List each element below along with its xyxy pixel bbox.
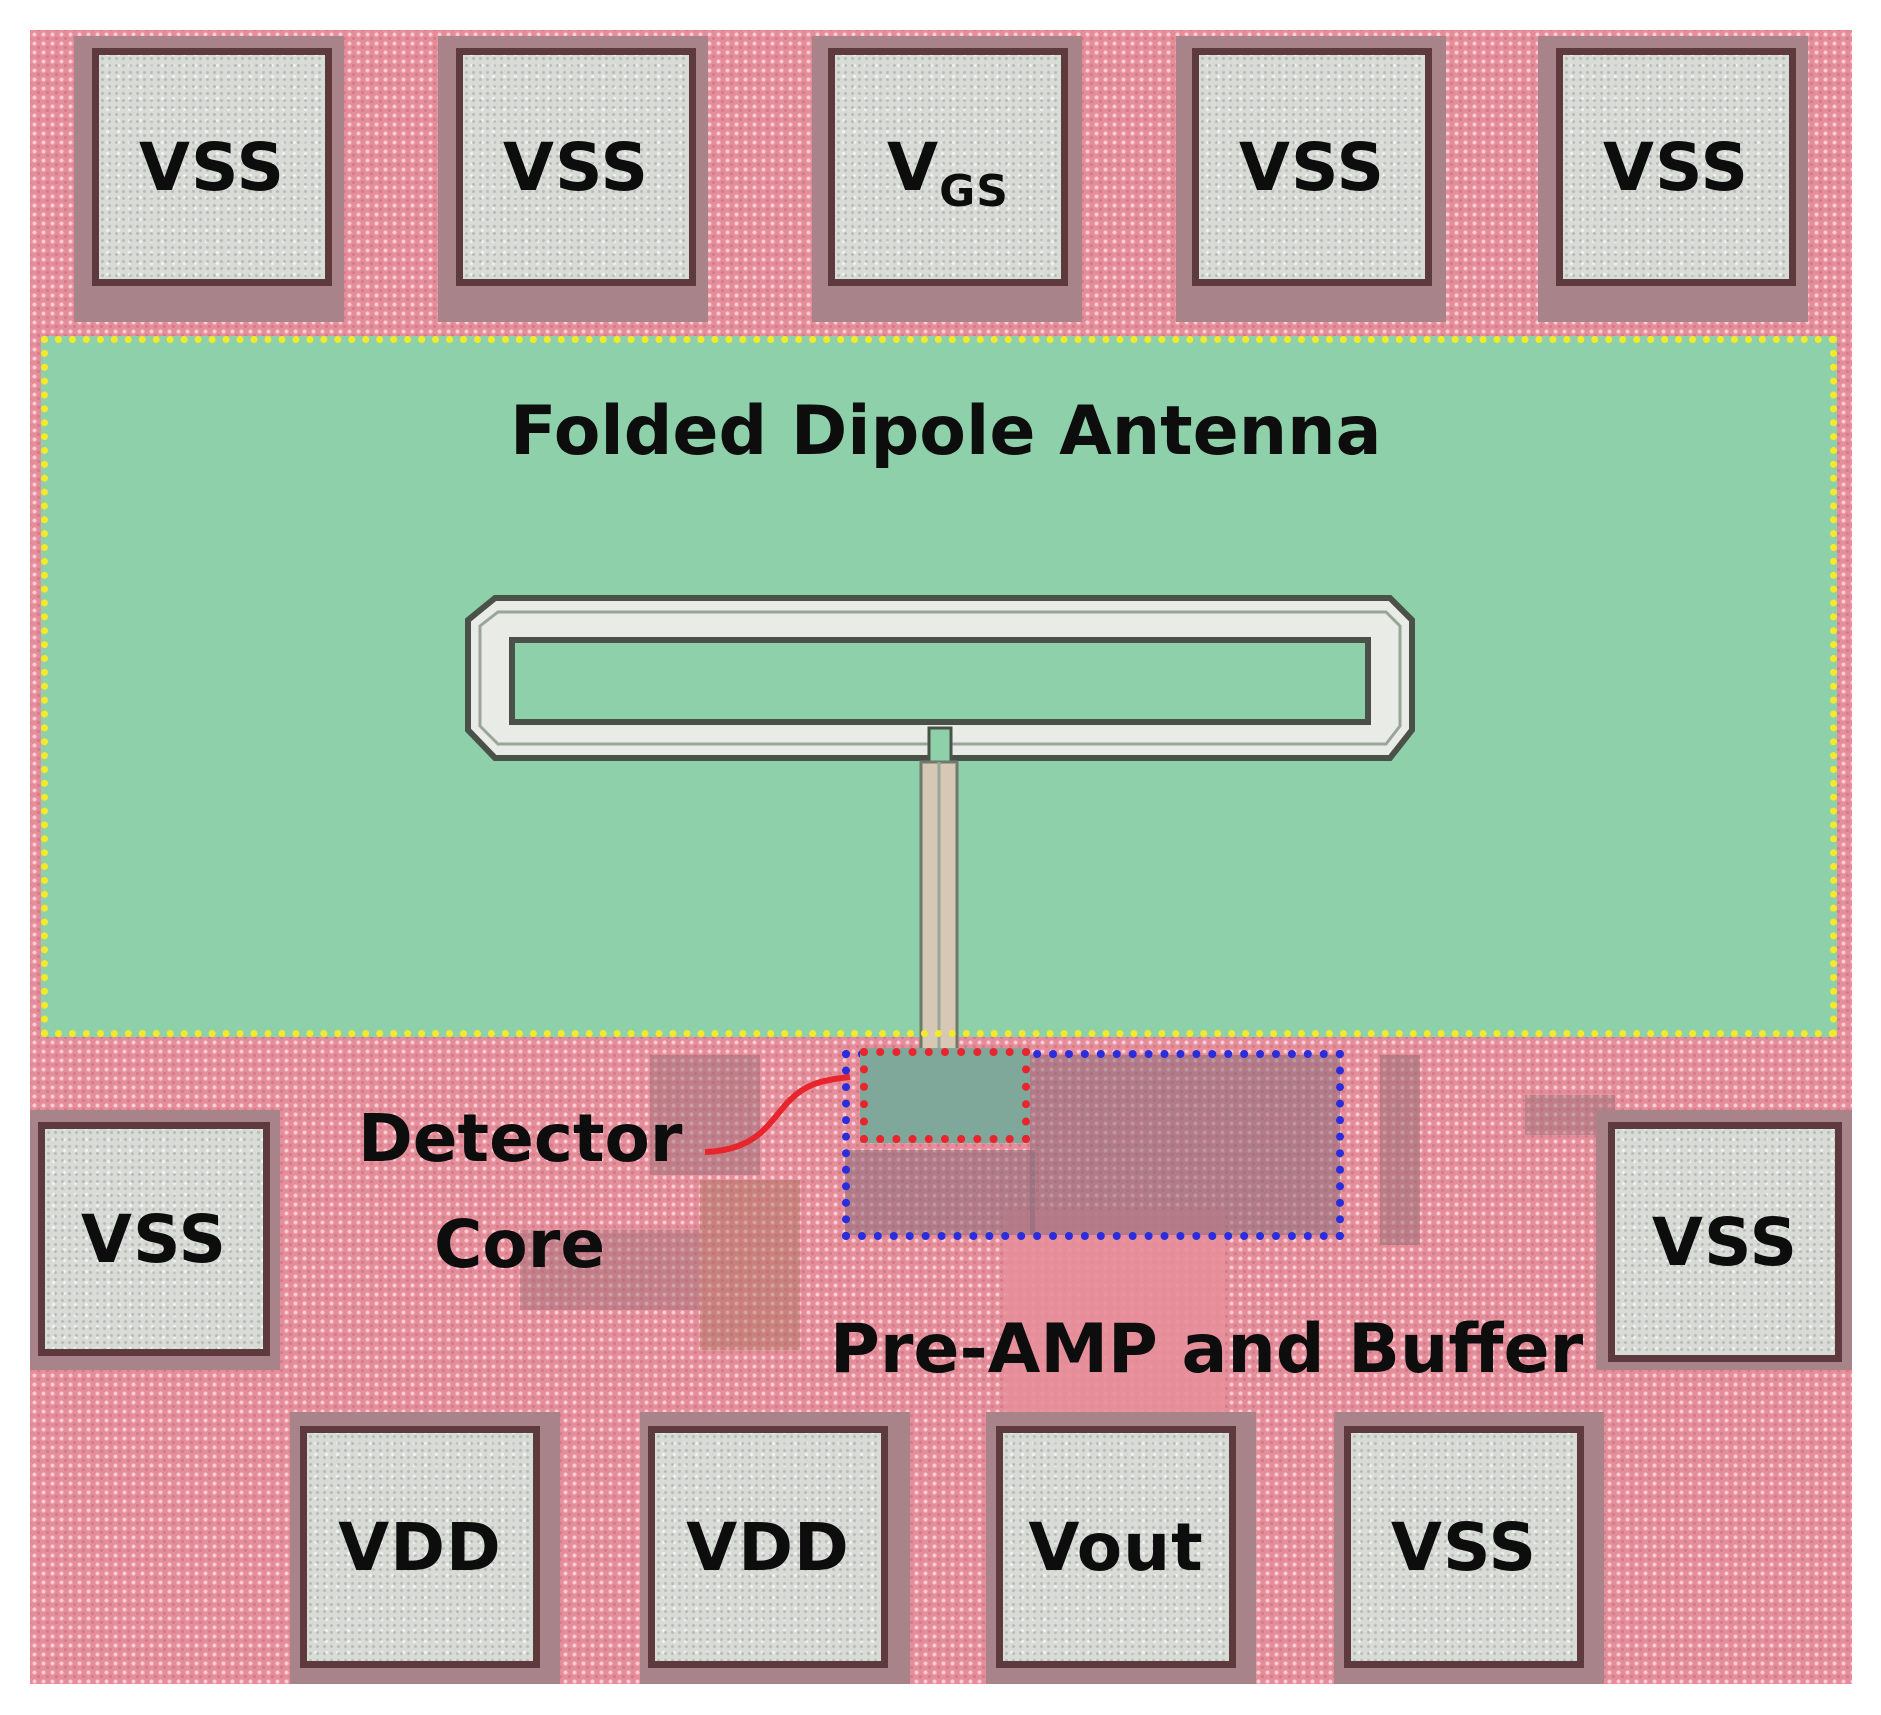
dipole-outer-edge — [478, 610, 1402, 746]
preamp-outline — [842, 1050, 1344, 1240]
antenna-outline — [41, 336, 1837, 1037]
pad-label-subscript: GS — [939, 165, 1009, 217]
circuit-block — [1380, 1055, 1420, 1245]
preamp-circuit — [1030, 1055, 1340, 1235]
pad-label: Vout — [1028, 1508, 1204, 1586]
pad-bottom-4: VSS — [1344, 1426, 1584, 1668]
pad-label: VDD — [686, 1508, 850, 1586]
pad-top-1: VSS — [92, 48, 332, 286]
dipole-inner-slot — [509, 637, 1371, 725]
pad-label: VGS — [887, 128, 1009, 217]
detector-label-line2: Core — [434, 1206, 606, 1283]
antenna-label: Folded Dipole Antenna — [510, 392, 1382, 471]
pad-side-left: VSS — [38, 1122, 270, 1356]
detector-outline — [860, 1048, 1030, 1143]
circuit-block — [650, 1055, 760, 1175]
preamp-label: Pre-AMP and Buffer — [830, 1310, 1584, 1389]
pad-bottom-1: VDD — [300, 1426, 540, 1668]
pad-label: VSS — [1238, 128, 1386, 206]
pad-label: VSS — [1390, 1508, 1538, 1586]
circuit-block — [1005, 1210, 1225, 1440]
detector-label-line1: Detector — [358, 1100, 683, 1177]
pad-bottom-3: Vout — [996, 1426, 1236, 1668]
pad-side-right: VSS — [1608, 1122, 1842, 1362]
pad-top-2: VSS — [456, 48, 696, 286]
pad-label: VDD — [338, 1508, 502, 1586]
detector-leader-line — [704, 1074, 851, 1155]
pad-bottom-2: VDD — [648, 1426, 888, 1668]
preamp-circuit — [845, 1150, 1035, 1235]
pad-label: VSS — [1651, 1203, 1799, 1281]
circuit-block — [700, 1180, 800, 1350]
pad-label-main: V — [887, 128, 940, 206]
pad-label: VSS — [80, 1200, 228, 1278]
pad-top-4: VSS — [1192, 48, 1432, 286]
pad-label: VSS — [138, 128, 286, 206]
pad-label: VSS — [1602, 128, 1750, 206]
pad-label: VSS — [502, 128, 650, 206]
pad-top-3: VGS — [828, 48, 1068, 286]
pad-top-5: VSS — [1556, 48, 1796, 286]
circuit-block — [520, 1230, 700, 1310]
